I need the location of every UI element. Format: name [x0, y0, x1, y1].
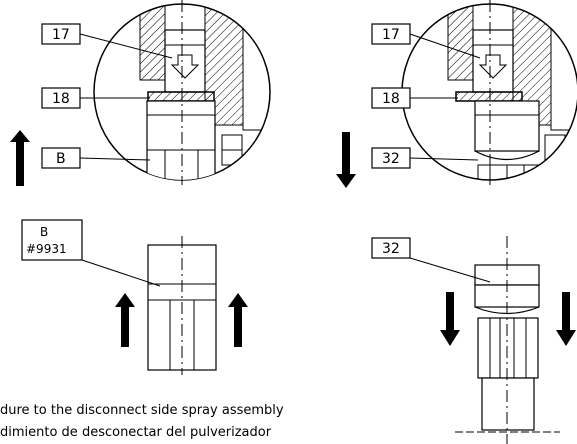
callout-b-9931-line1: B: [40, 225, 48, 239]
right-inner-arrow-icon: [478, 54, 508, 79]
callout-32-right-top-text: 32: [382, 151, 400, 167]
right-bottom-detail: [455, 236, 560, 444]
callout-17-right: 17: [371, 23, 481, 59]
left-part-b-body: [146, 100, 216, 180]
part-32-stem: [481, 377, 535, 431]
callout-b-left: B: [41, 147, 151, 169]
left-seal: [147, 91, 215, 102]
callout-32-right-top: 32: [371, 147, 479, 169]
down-arrow-icon: [440, 292, 460, 346]
callout-b-9931: B #9931: [21, 219, 161, 287]
left-bottom-detail: [147, 236, 217, 375]
left-top-detail: [93, 0, 271, 185]
right-seal: [455, 91, 523, 102]
callout-17-right-text: 17: [382, 27, 400, 43]
callout-18-right-text: 18: [382, 91, 400, 107]
callout-32-right-bottom: 32: [371, 237, 491, 283]
caption-english: dure to the disconnect side spray assemb…: [0, 403, 284, 418]
left-inner-arrow-icon: [170, 54, 200, 79]
callout-18-right: 18: [371, 87, 458, 109]
left-housing-outer: [242, 9, 270, 131]
callout-17-left: 17: [41, 23, 173, 59]
right-top-detail: [401, 0, 577, 185]
part-32-ribbed: [477, 317, 539, 379]
up-arrow-icon: [228, 293, 248, 347]
callout-b-left-text: B: [56, 151, 66, 167]
callout-b-9931-line2: #9931: [26, 242, 67, 256]
callout-18-left-text: 18: [52, 91, 70, 107]
caption-spanish: dimiento de desconectar del pulverizador: [0, 425, 272, 440]
callout-17-left-text: 17: [52, 27, 70, 43]
up-arrow-icon: [115, 293, 135, 347]
down-arrow-icon: [336, 132, 356, 188]
right-part-32-body: [474, 100, 540, 152]
callout-32-right-bottom-text: 32: [382, 241, 400, 257]
callout-18-left: 18: [41, 87, 150, 109]
left-housing-hatch: [139, 4, 166, 81]
up-arrow-icon: [10, 130, 30, 186]
down-arrow-icon: [556, 292, 576, 346]
